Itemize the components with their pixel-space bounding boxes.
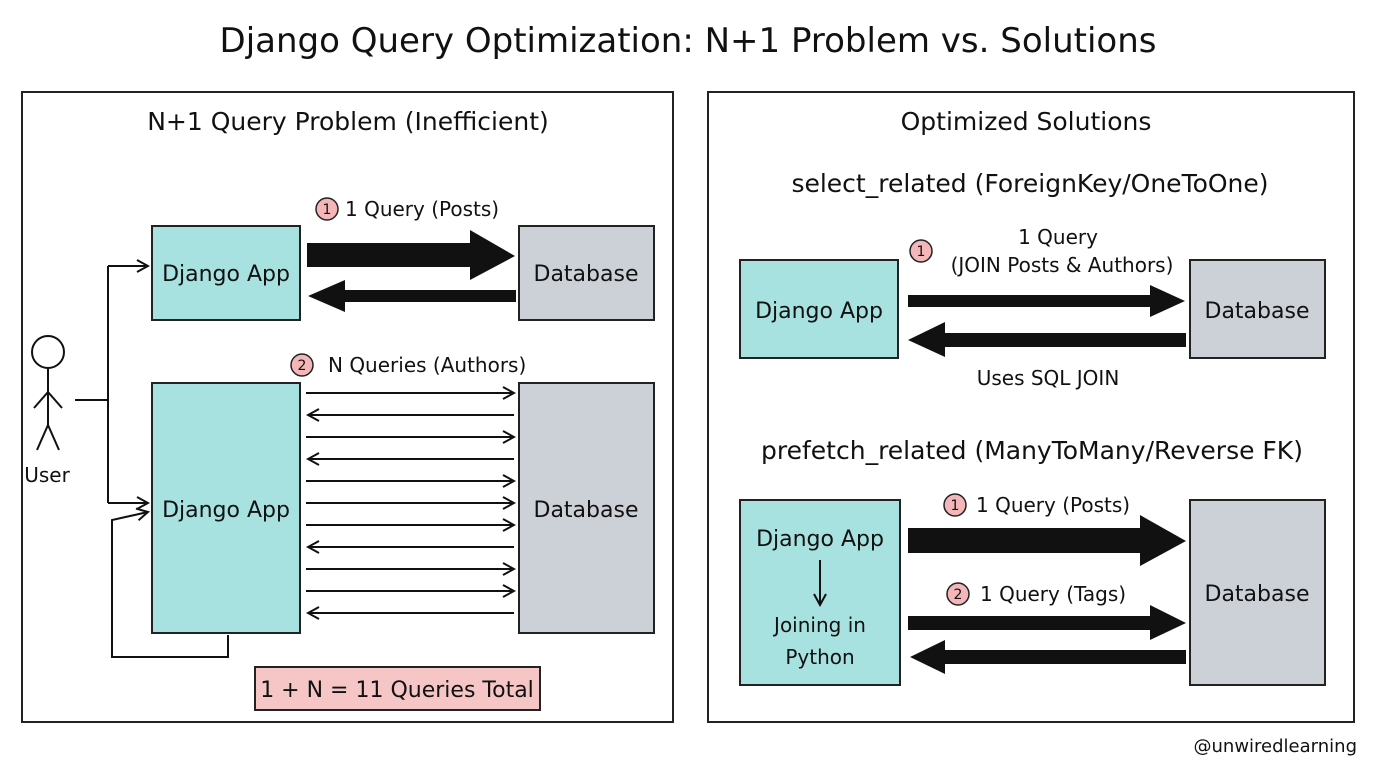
python-join-label: Python bbox=[785, 645, 854, 669]
join-query-label: 1 Query bbox=[1018, 225, 1098, 249]
join-query-detail: (JOIN Posts & Authors) bbox=[951, 253, 1174, 277]
step-badge-number: 2 bbox=[954, 587, 963, 603]
user-label: User bbox=[24, 463, 70, 487]
panel-heading: N+1 Query Problem (Inefficient) bbox=[147, 107, 549, 136]
django-app-label: Django App bbox=[162, 498, 290, 523]
panel-heading: Optimized Solutions bbox=[901, 107, 1152, 136]
database-label: Database bbox=[534, 262, 639, 287]
posts-query-label: 1 Query (Posts) bbox=[976, 493, 1130, 517]
credit-handle: @unwiredlearning bbox=[1194, 736, 1357, 757]
join-response-arrow bbox=[908, 322, 1186, 357]
django-app-label: Django App bbox=[756, 527, 884, 552]
step-badge-number: 1 bbox=[951, 498, 960, 514]
prefetch-response-arrow bbox=[910, 640, 1186, 674]
step-badge bbox=[909, 239, 933, 263]
database-box bbox=[518, 225, 655, 321]
step1-label: 1 Query (Posts) bbox=[345, 197, 499, 221]
tags-query-arrow bbox=[908, 605, 1186, 640]
django-app-label: Django App bbox=[162, 262, 290, 287]
total-queries-label: 1 + N = 11 Queries Total bbox=[260, 678, 534, 703]
step2-label: N Queries (Authors) bbox=[328, 353, 526, 377]
database-label: Database bbox=[1205, 582, 1310, 607]
step-badge bbox=[943, 493, 967, 517]
step-badge-number: 1 bbox=[323, 202, 332, 218]
step-badge-number: 1 bbox=[917, 244, 926, 260]
user-stick-figure-icon bbox=[31, 335, 65, 451]
step-badge bbox=[946, 582, 970, 606]
join-query-arrow bbox=[908, 285, 1185, 317]
user-connector-lines bbox=[75, 266, 229, 658]
python-join-label: Joining in bbox=[772, 613, 866, 637]
sql-join-note: Uses SQL JOIN bbox=[977, 366, 1120, 390]
django-app-box bbox=[739, 259, 899, 359]
posts-query-arrow bbox=[908, 515, 1186, 566]
django-app-box bbox=[151, 382, 301, 634]
prefetch-related-heading: prefetch_related (ManyToMany/Reverse FK) bbox=[761, 436, 1303, 465]
optimized-solutions-panel: Optimized Solutions select_related (Fore… bbox=[707, 91, 1355, 723]
step-badge bbox=[290, 353, 314, 377]
database-box bbox=[1189, 499, 1326, 686]
total-queries-box bbox=[254, 666, 541, 711]
response-arrow-thick bbox=[308, 280, 516, 312]
n-query-arrows bbox=[306, 393, 514, 613]
select-related-heading: select_related (ForeignKey/OneToOne) bbox=[791, 169, 1268, 198]
database-box bbox=[518, 382, 655, 634]
tags-query-label: 1 Query (Tags) bbox=[980, 582, 1126, 606]
database-label: Database bbox=[1205, 299, 1310, 324]
query-arrow-thick bbox=[307, 230, 515, 280]
page-title: Django Query Optimization: N+1 Problem v… bbox=[220, 21, 1157, 61]
database-label: Database bbox=[534, 498, 639, 523]
django-app-box bbox=[151, 225, 301, 321]
n-plus-one-panel: N+1 Query Problem (Inefficient) User 1 1… bbox=[21, 91, 674, 723]
database-box bbox=[1189, 259, 1326, 359]
step-badge-number: 2 bbox=[298, 358, 307, 374]
step-badge bbox=[315, 197, 339, 221]
django-app-label: Django App bbox=[755, 299, 883, 324]
